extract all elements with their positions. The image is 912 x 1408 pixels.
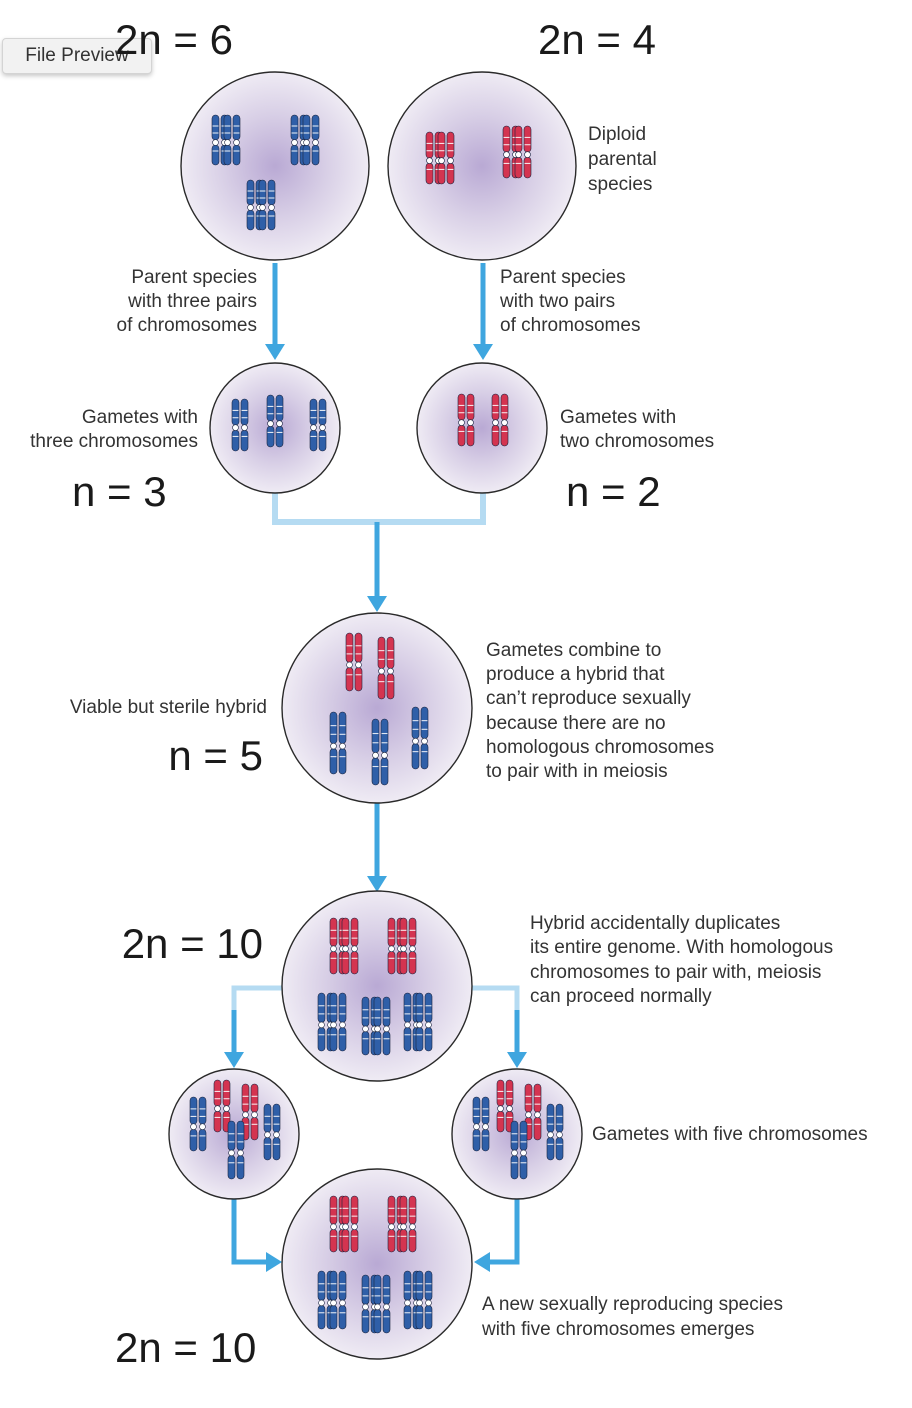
chromosome-pair: [309, 398, 327, 452]
parent-b-ploidy: 2n = 4: [538, 16, 656, 63]
diploid-parental-line-2: parental: [588, 149, 657, 170]
hybrid-explain-line-5: homologous chromosomes: [486, 737, 714, 758]
duplication-explain-line-1: Hybrid accidentally duplicates: [530, 913, 780, 934]
chromosome-pair: [258, 179, 276, 231]
join-left-connector: [231, 1198, 268, 1265]
split-right-connector: [472, 985, 520, 1055]
hybrid-desc: Viable but sterile hybrid: [70, 697, 267, 718]
chromosome-pair: [411, 706, 429, 770]
chromosome-pair: [371, 718, 389, 786]
parent-a-desc-line-1: Parent species: [131, 267, 257, 288]
parent-b-cell: [387, 71, 577, 261]
chromosome-pair: [231, 398, 249, 452]
split-left-connector: [231, 985, 284, 1055]
chromosome-pair: [415, 992, 433, 1052]
chromosome-pair: [329, 992, 347, 1052]
chromosome-pair: [189, 1096, 207, 1152]
chromosome-pair: [472, 1096, 490, 1152]
chromosome-pair: [524, 1083, 542, 1141]
join-right-connector: [488, 1198, 520, 1265]
new-species-desc-line-1: A new sexually reproducing species: [482, 1294, 783, 1315]
hybrid-explain-line-1: Gametes combine to: [486, 640, 661, 661]
chromosome-pair: [329, 1270, 347, 1330]
gamete-a-desc-line-2: three chromosomes: [30, 431, 198, 452]
gamete-b-ploidy: n = 2: [566, 468, 661, 515]
parent-a-desc-line-3: of chromosomes: [117, 315, 257, 336]
gamete-a-ploidy: n = 3: [72, 468, 167, 515]
connector-lines: [224, 263, 527, 1272]
duplication-explain-line-2: its entire genome. With homologous: [530, 937, 833, 958]
parent-b-desc-line-1: Parent species: [500, 267, 626, 288]
merge-connector: [272, 493, 486, 525]
chromosome-pair: [491, 393, 509, 447]
chromosome-pair: [546, 1103, 564, 1161]
chromosome-pair: [223, 114, 241, 166]
chromosome-pair: [399, 1195, 417, 1253]
chromosome-pair: [457, 393, 475, 447]
file-preview-tab[interactable]: File Preview: [2, 38, 152, 74]
gamete-a-desc-line-1: Gametes with: [82, 407, 198, 428]
duplicated-ploidy: 2n = 10: [122, 920, 263, 967]
chromosome-pair: [373, 1274, 391, 1334]
five-gametes-desc: Gametes with five chromosomes: [592, 1124, 868, 1145]
hybrid-explain-line-3: can’t reproduce sexually: [486, 688, 691, 709]
parent-b-desc-line-3: of chromosomes: [500, 315, 640, 336]
hybrid-explain-line-2: produce a hybrid that: [486, 664, 665, 685]
parent-b-desc-line-2: with two pairs: [499, 291, 615, 312]
chromosome-pair: [399, 917, 417, 975]
chromosome-pair: [341, 917, 359, 975]
parent-a-ploidy: 2n = 6: [115, 16, 233, 63]
diploid-parental-line-3: species: [588, 174, 652, 195]
diploid-parental-line-1: Diploid: [588, 124, 646, 145]
duplication-explain-line-3: chromosomes to pair with, meiosis: [530, 962, 821, 983]
text-labels: 2n = 6 2n = 4 Diploid parental species P…: [30, 16, 868, 1371]
new-species-desc-line-2: with five chromosomes emerges: [481, 1319, 754, 1340]
hybrid-explain-line-6: to pair with in meiosis: [486, 761, 668, 782]
chromosome-pair: [302, 114, 320, 166]
chromosome-pair: [496, 1079, 514, 1133]
gamete-b-cell: [416, 362, 548, 494]
chromosome-pair: [415, 1270, 433, 1330]
chromosome-pair: [227, 1120, 245, 1180]
chromosomes: [189, 114, 564, 1334]
chromosome-pair: [373, 996, 391, 1056]
new-species-ploidy: 2n = 10: [115, 1324, 256, 1371]
chromosome-pair: [345, 632, 363, 692]
parent-a-desc-line-2: with three pairs: [127, 291, 257, 312]
chromosome-pair: [510, 1120, 528, 1180]
gamete-b-desc-line-2: two chromosomes: [560, 431, 714, 452]
chromosome-pair: [377, 636, 395, 700]
gamete-b-desc-line-1: Gametes with: [560, 407, 676, 428]
parent-a-cell: [180, 71, 370, 261]
chromosome-pair: [263, 1103, 281, 1161]
chromosome-pair: [514, 125, 532, 179]
chromosome-pair: [437, 131, 455, 185]
chromosome-pair: [341, 1195, 359, 1253]
hybrid-explain-line-4: because there are no: [486, 713, 666, 734]
gamete-a-cell: [209, 362, 341, 494]
hybrid-ploidy: n = 5: [168, 732, 263, 779]
chromosome-pair: [403, 992, 421, 1052]
chromosome-pair: [266, 394, 284, 448]
chromosome-pair: [329, 711, 347, 775]
duplication-explain-line-4: can proceed normally: [530, 986, 712, 1007]
